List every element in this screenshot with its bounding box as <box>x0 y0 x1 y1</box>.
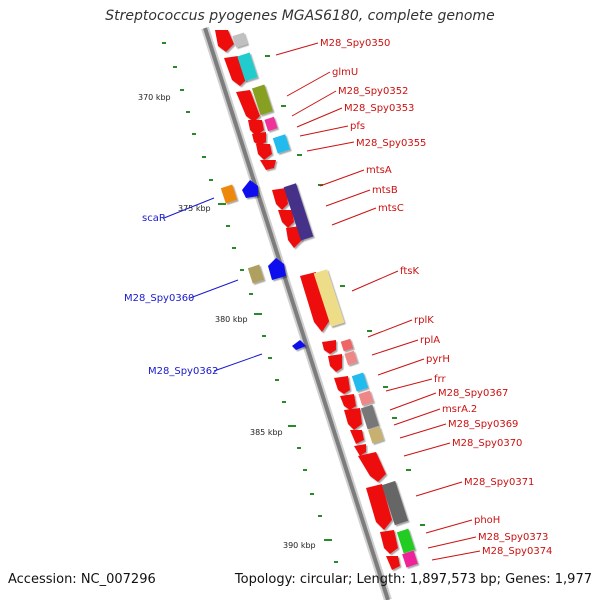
category-box <box>283 183 314 241</box>
cds-arrow[interactable] <box>334 376 350 394</box>
cds-arrow-reverse[interactable] <box>242 180 258 198</box>
cds-arrow[interactable] <box>340 394 356 410</box>
tick-label: 375 kbp <box>178 204 211 213</box>
tick-label: 390 kbp <box>283 541 316 550</box>
reverse-label-leaders <box>163 197 263 372</box>
gene-label[interactable]: M28_Spy0369 <box>448 419 518 430</box>
gene-label[interactable]: mtsA <box>366 165 392 176</box>
forward-cds-track <box>215 30 400 570</box>
category-box <box>264 116 278 132</box>
gene-label[interactable]: M28_Spy0350 <box>320 38 390 49</box>
category-box <box>381 480 409 526</box>
cds-arrow[interactable] <box>386 556 400 570</box>
gene-label[interactable]: M28_Spy0355 <box>356 138 426 149</box>
tick-label: 385 kbp <box>250 428 283 437</box>
gene-label[interactable]: M28_Spy0352 <box>338 86 408 97</box>
category-box <box>247 264 265 284</box>
tick-marks <box>162 42 338 563</box>
category-box <box>251 84 273 116</box>
cds-arrow[interactable] <box>366 484 392 530</box>
gene-label[interactable]: ftsK <box>400 266 419 277</box>
category-box <box>402 550 418 568</box>
cds-arrow[interactable] <box>328 354 342 372</box>
category-box <box>220 184 238 204</box>
cds-arrow[interactable] <box>260 160 276 170</box>
cds-arrow[interactable] <box>300 272 330 332</box>
category-box <box>351 372 369 392</box>
genome-backbone-core <box>203 27 390 600</box>
category-box <box>340 338 354 352</box>
genome-title: Streptococcus pyogenes MGAS6180, complet… <box>105 8 495 24</box>
inner-tick-marks <box>265 55 425 526</box>
cds-arrow[interactable] <box>354 444 366 456</box>
gene-label[interactable]: phoH <box>474 515 500 526</box>
category-box <box>344 350 358 366</box>
gene-label[interactable]: M28_Spy0374 <box>482 546 552 557</box>
category-box <box>272 134 291 154</box>
cds-arrow[interactable] <box>252 132 266 146</box>
cds-arrow[interactable] <box>350 430 364 444</box>
category-box <box>368 426 384 444</box>
cds-arrow[interactable] <box>322 340 336 354</box>
gene-label[interactable]: M28_Spy0370 <box>452 438 522 449</box>
cds-arrow[interactable] <box>380 530 398 554</box>
gene-label-reverse[interactable]: M28_Spy0362 <box>148 366 218 377</box>
forward-label-leaders <box>275 42 481 561</box>
gene-label-reverse[interactable]: M28_Spy0360 <box>124 293 194 304</box>
accession-text: Accession: NC_007296 <box>8 572 156 587</box>
category-box <box>313 269 345 327</box>
tick-label: 370 kbp <box>138 93 171 102</box>
gene-label[interactable]: M28_Spy0367 <box>438 388 508 399</box>
category-box <box>237 52 258 82</box>
gene-label[interactable]: mtsC <box>378 203 404 214</box>
topology-text: Topology: circular; Length: 1,897,573 bp… <box>234 572 592 587</box>
gene-label[interactable]: glmU <box>332 67 358 78</box>
cds-arrow[interactable] <box>272 188 288 210</box>
cds-arrow[interactable] <box>278 210 294 228</box>
cds-arrow-reverse[interactable] <box>292 340 306 350</box>
category-box <box>232 32 248 48</box>
gene-label[interactable]: rplA <box>420 335 440 346</box>
gene-label[interactable]: mtsB <box>372 185 398 196</box>
gene-label[interactable]: frr <box>434 374 446 385</box>
tick-label: 380 kbp <box>215 315 248 324</box>
category-box <box>358 390 374 406</box>
gene-label[interactable]: msrA.2 <box>442 404 477 415</box>
gene-label[interactable]: pfs <box>350 121 365 132</box>
cds-arrow[interactable] <box>248 120 264 136</box>
cds-arrow[interactable] <box>256 144 272 160</box>
cds-arrow[interactable] <box>286 226 302 248</box>
cds-arrow[interactable] <box>215 30 234 52</box>
category-box <box>360 404 380 430</box>
reverse-cds-track <box>242 180 306 350</box>
gene-label[interactable]: pyrH <box>426 354 450 365</box>
category-box <box>396 528 416 554</box>
gene-label[interactable]: M28_Spy0353 <box>344 103 414 114</box>
cds-arrow[interactable] <box>344 408 362 430</box>
gene-label[interactable]: M28_Spy0373 <box>478 532 548 543</box>
cds-arrow-reverse[interactable] <box>268 258 286 280</box>
gene-label[interactable]: M28_Spy0371 <box>464 477 534 488</box>
category-track <box>220 32 418 568</box>
gene-label[interactable]: rplK <box>414 315 434 326</box>
gene-label-reverse[interactable]: scaR <box>142 213 166 224</box>
cds-arrow[interactable] <box>236 90 260 122</box>
cds-arrow[interactable] <box>358 452 386 482</box>
